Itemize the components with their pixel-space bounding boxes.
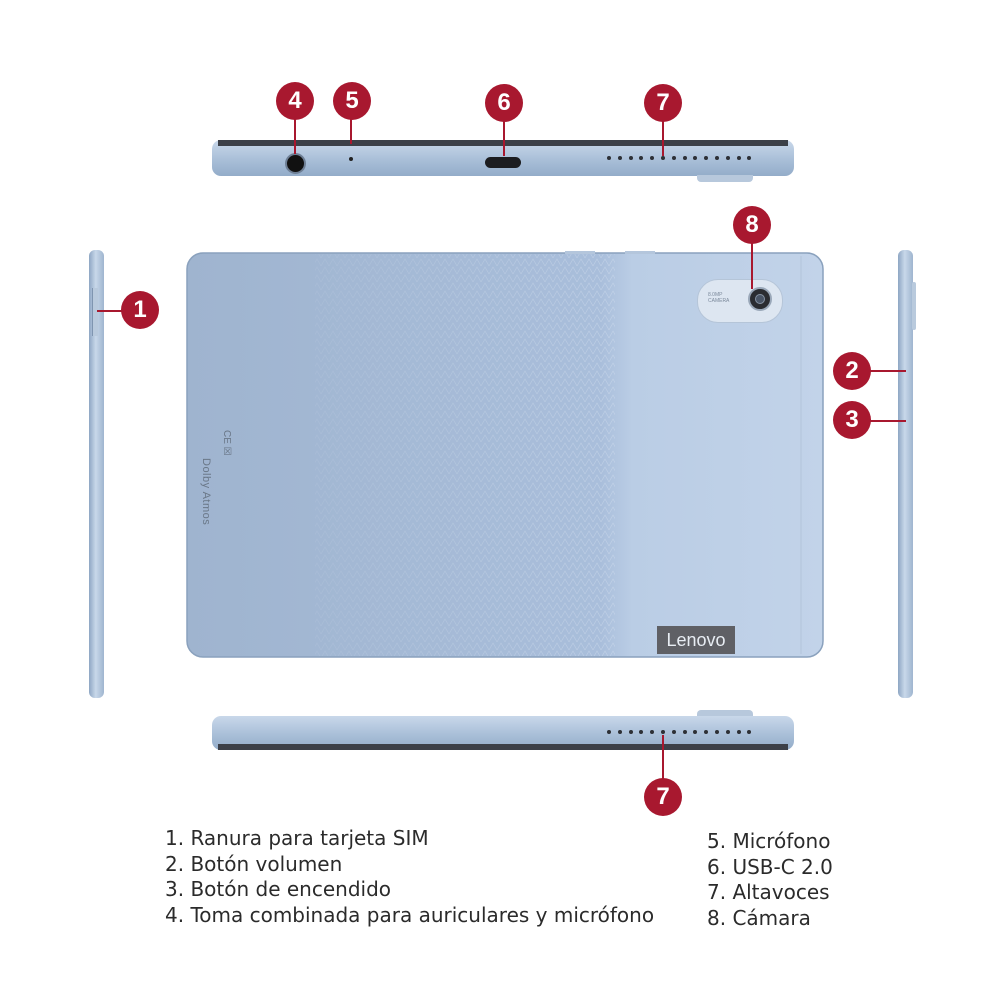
- legend-left: 1. Ranura para tarjeta SIM 2. Botón volu…: [165, 826, 654, 928]
- top-edge-camera-bump: [697, 175, 753, 182]
- legend-right: 5. Micrófono 6. USB-C 2.0 7. Altavoces 8…: [707, 829, 833, 931]
- camera-lens-inner: [755, 294, 765, 304]
- legend-item-6: 6. USB-C 2.0: [707, 854, 833, 879]
- bottom-speaker-grille: [607, 730, 752, 734]
- bottom-edge-camera-bump: [697, 710, 753, 718]
- pattern-band: [315, 254, 615, 656]
- bottom-edge-view: [212, 716, 794, 750]
- leader-5: [350, 118, 352, 144]
- right-side-view: [898, 250, 913, 698]
- sim-tray: [92, 288, 98, 336]
- lenovo-logo: Lenovo: [657, 626, 735, 654]
- certification-marks: CE ☒: [221, 430, 232, 456]
- leader-6: [503, 120, 505, 156]
- badge-4: 4: [276, 82, 314, 120]
- badge-1: 1: [121, 291, 159, 329]
- legend-item-2: 2. Botón volumen: [165, 851, 343, 876]
- camera-label: 8.0MP CAMERA: [708, 292, 730, 304]
- microphone-hole: [349, 157, 353, 161]
- badge-7-top: 7: [644, 84, 682, 122]
- leader-8: [751, 243, 753, 289]
- leader-7-bottom: [662, 735, 664, 781]
- top-speaker-grille: [607, 156, 752, 160]
- leader-1: [97, 310, 125, 312]
- legend-item-3: 3. Botón de encendido: [165, 877, 392, 901]
- badge-8: 8: [733, 206, 771, 244]
- leader-7-top: [662, 120, 664, 156]
- badge-5: 5: [333, 82, 371, 120]
- tablet-back: [186, 251, 824, 658]
- usb-c-port: [485, 157, 521, 168]
- left-side-view: [89, 250, 104, 698]
- badge-6: 6: [485, 84, 523, 122]
- legend-item-5: 5. Micrófono: [707, 829, 831, 853]
- leader-2: [870, 370, 906, 372]
- legend-item-1: 1. Ranura para tarjeta SIM: [165, 826, 429, 850]
- legend-item-4: 4. Toma combinada para auriculares y mic…: [165, 902, 655, 927]
- leader-3: [870, 420, 906, 422]
- leader-4: [294, 118, 296, 154]
- badge-3: 3: [833, 401, 871, 439]
- legend-item-8: 8. Cámara: [707, 905, 811, 930]
- legend-item-7: 7. Altavoces: [707, 880, 830, 904]
- badge-2: 2: [833, 352, 871, 390]
- dolby-atmos-logo: Dolby Atmos: [200, 458, 212, 526]
- side-buttons: [912, 282, 916, 330]
- headphone-jack: [285, 153, 306, 174]
- badge-7-bottom: 7: [644, 778, 682, 816]
